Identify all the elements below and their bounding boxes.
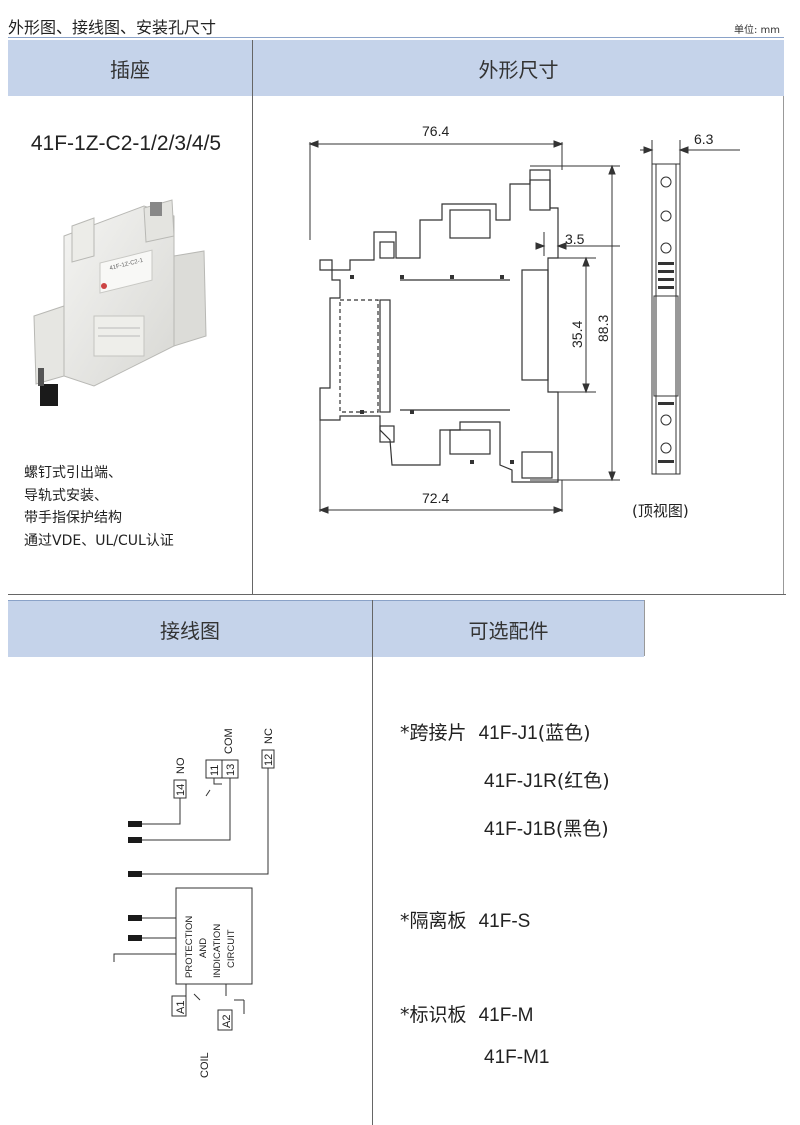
- socket-header: 插座: [8, 40, 252, 96]
- panel2-divider: [372, 600, 373, 1125]
- panel1-bottom-border: [8, 594, 786, 595]
- dim-thickness: 6.3: [694, 131, 714, 147]
- model-number: 41F-1Z-C2-1/2/3/4/5: [30, 132, 222, 155]
- top-view-caption: (顶视图): [632, 502, 689, 520]
- panel1-divider: [252, 40, 253, 594]
- dim-width-bottom: 72.4: [422, 490, 449, 506]
- dims-header: 外形尺寸: [253, 40, 784, 96]
- socket-photo: 41F-1Z-C2-1: [33, 199, 207, 406]
- terminal-a1-label: A1: [175, 1001, 187, 1014]
- dims-header-label: 外形尺寸: [478, 57, 559, 82]
- terminal-com-label: COM: [223, 728, 235, 754]
- accessory-code: 41F-J1R: [484, 771, 557, 792]
- accessory-prefix: *标识板: [400, 1004, 467, 1026]
- accessory-note: (红色): [556, 770, 610, 792]
- circuit-line4: CIRCUIT: [226, 929, 237, 968]
- terminal-nc-label: NC: [263, 728, 275, 744]
- dimension-drawing: 76.4 72.4 3.5 35.4 88.3: [308, 123, 620, 514]
- top-view-drawing: 6.3: [640, 131, 740, 475]
- terminal-11-label: 11: [209, 765, 221, 776]
- accessory-code: 41F-J1: [478, 723, 538, 744]
- terminal-14-label: 14: [175, 784, 187, 796]
- accessory-code: 41F-J1B: [484, 819, 556, 840]
- panel1-right-border: [783, 96, 784, 594]
- terminal-13-label: 13: [225, 764, 237, 776]
- accessory-item: *跨接片 41F-J1(蓝色): [400, 718, 591, 745]
- accessory-note: (蓝色): [537, 722, 591, 744]
- terminal-12-label: 12: [263, 754, 275, 766]
- feature-item: 导轨式安装、: [24, 487, 108, 504]
- dim-rail-height: 35.4: [569, 321, 585, 348]
- wiring-header: 接线图: [8, 601, 372, 657]
- accessory-code: 41F-S: [478, 911, 531, 932]
- wiring-header-label: 接线图: [160, 618, 220, 643]
- accessory-note: (黑色): [555, 818, 609, 840]
- feature-item: 通过VDE、UL/CUL认证: [24, 532, 174, 549]
- dim-total-height: 88.3: [595, 315, 611, 342]
- unit-label: 单位: mm: [733, 25, 780, 36]
- panel2-top-border: [8, 600, 644, 601]
- accessory-item: 41F-J1B(黑色): [484, 814, 609, 841]
- accessories-header: 可选配件: [373, 601, 644, 657]
- terminal-no-label: NO: [175, 757, 187, 774]
- feature-list: 螺钉式引出端、 导轨式安装、 带手指保护结构 通过VDE、UL/CUL认证: [24, 462, 174, 552]
- circuit-line3: INDICATION: [212, 924, 223, 978]
- accessories-header-label: 可选配件: [468, 618, 549, 643]
- feature-item: 带手指保护结构: [24, 510, 122, 526]
- accessory-item: 41F-J1R(红色): [484, 766, 610, 793]
- accessory-prefix: *隔离板: [400, 910, 467, 932]
- circuit-line1: PROTECTION: [184, 916, 195, 978]
- accessory-item: 41F-M1: [484, 1046, 549, 1069]
- dim-offset: 3.5: [565, 231, 585, 247]
- accessory-code: 41F-M1: [484, 1047, 550, 1068]
- title-bar: 外形图、接线图、安装孔尺寸 单位: mm: [8, 10, 784, 38]
- socket-header-label: 插座: [110, 57, 150, 82]
- accessory-item: *隔离板 41F-S: [400, 906, 530, 933]
- panel2-header-right-border: [644, 600, 645, 656]
- coil-label: COIL: [199, 1052, 211, 1078]
- circuit-line2: AND: [198, 938, 209, 958]
- terminal-a2-label: A2: [221, 1015, 233, 1028]
- accessory-prefix: *跨接片: [400, 722, 467, 744]
- dim-width-top: 76.4: [422, 123, 449, 139]
- feature-item: 螺钉式引出端、: [24, 465, 122, 481]
- accessory-code: 41F-M: [478, 1005, 534, 1026]
- wiring-diagram: 14 NO 11 13 COM 12 NC A1 A2 COIL PROTECT…: [113, 728, 275, 1078]
- page-title: 外形图、接线图、安装孔尺寸: [8, 18, 217, 37]
- accessory-item: *标识板 41F-M: [400, 1000, 534, 1027]
